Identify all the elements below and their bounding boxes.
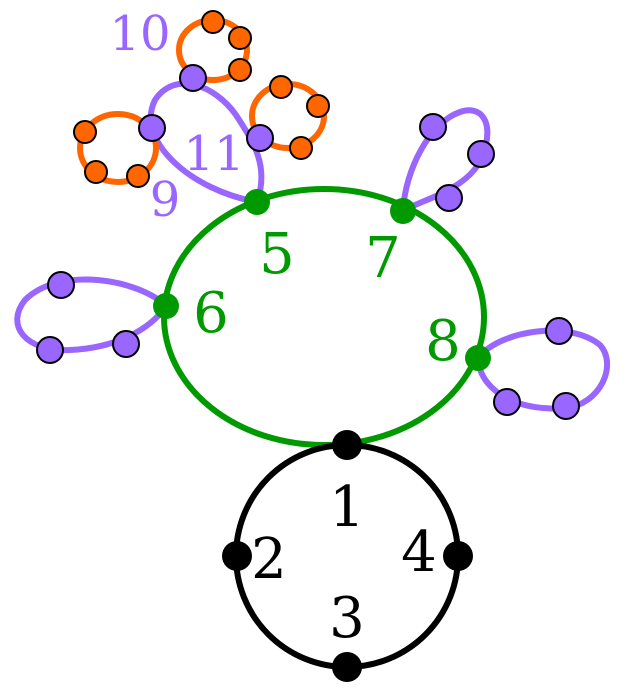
orange-vertex: [84, 160, 108, 184]
purple-loop-6: [14, 276, 170, 354]
orange-vertex: [73, 120, 97, 144]
label-4: 4: [401, 520, 437, 585]
orange-vertex: [228, 26, 252, 50]
label-2: 2: [251, 527, 287, 592]
label-8: 8: [425, 309, 461, 374]
orange-vertex: [201, 10, 225, 34]
label-9: 9: [150, 172, 181, 228]
purple-vertex: [47, 271, 75, 299]
orange-vertex: [289, 136, 313, 160]
green-junctions: [153, 189, 491, 371]
label-5: 5: [259, 222, 295, 287]
label-3: 3: [329, 586, 365, 651]
label-1: 1: [329, 475, 365, 540]
purple-vertex: [552, 392, 580, 420]
green-node-8: [465, 345, 491, 371]
purple-vertex: [36, 336, 64, 364]
orange-loop-left: [77, 111, 159, 185]
purple-vertex: [179, 64, 207, 92]
purple-vertex: [419, 113, 447, 141]
orange-vertices: [73, 10, 330, 188]
purple-vertex: [493, 388, 521, 416]
label-6: 6: [193, 281, 229, 346]
purple-vertex: [545, 317, 573, 345]
orange-vertex: [126, 164, 150, 188]
green-node-5: [244, 189, 270, 215]
purple-vertex: [435, 184, 463, 212]
purple-vertex: [138, 114, 166, 142]
orange-vertex: [269, 75, 293, 99]
orange-vertex: [228, 58, 252, 82]
black-node-4: [443, 541, 473, 571]
purple-vertices: [36, 64, 580, 420]
black-node-2: [222, 541, 252, 571]
green-node-6: [153, 293, 179, 319]
green-node-7: [390, 198, 416, 224]
black-node-1: [332, 430, 362, 460]
orange-vertex: [306, 94, 330, 118]
black-node-3: [332, 652, 362, 682]
label-11: 11: [183, 126, 244, 182]
purple-vertex: [112, 330, 140, 358]
label-7: 7: [365, 226, 401, 291]
purple-vertex: [467, 140, 495, 168]
label-10: 10: [109, 6, 170, 62]
purple-vertex: [246, 124, 274, 152]
black-junctions: [222, 430, 473, 682]
